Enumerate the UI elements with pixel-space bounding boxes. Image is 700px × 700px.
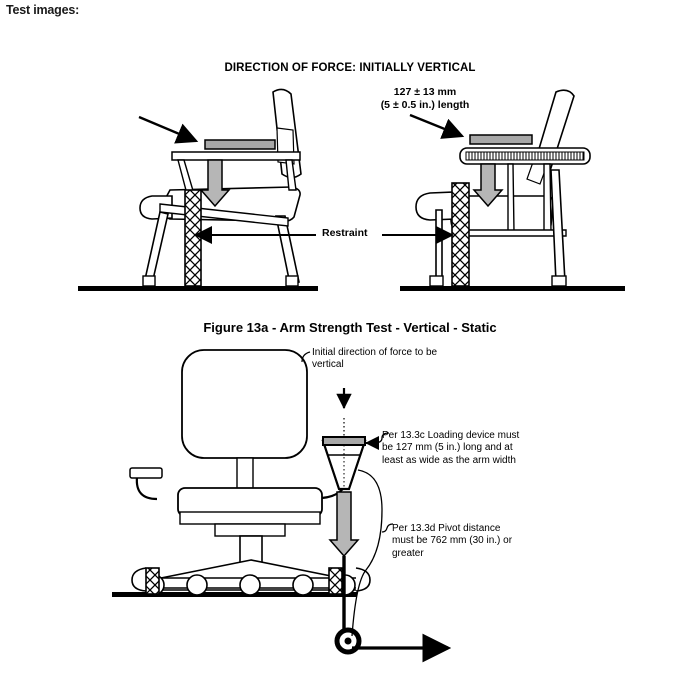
- force-arrow-right: [472, 163, 504, 208]
- front-foot-left: [142, 275, 156, 287]
- pulley-axle: [344, 637, 352, 645]
- arm-post-rear-right: [543, 163, 552, 233]
- front-foot-right: [429, 275, 444, 287]
- figure-title: DIRECTION OF FORCE: INITIALLY VERTICAL: [224, 62, 476, 74]
- note-loading-device: Per 13.3c Loading device must be 127 mm …: [382, 430, 520, 466]
- seat-underpan: [179, 511, 321, 525]
- rear-foot-left: [285, 275, 299, 287]
- top-right-chair-angled-view: [400, 89, 625, 291]
- office-chair-arm-left: [135, 476, 158, 501]
- floor-line-left: [78, 286, 318, 291]
- leader-pivot-distance: [381, 523, 394, 533]
- loading-apparatus: [301, 351, 452, 663]
- front-leg-right: [435, 209, 443, 281]
- restraint-strap-right: [451, 182, 470, 287]
- restraint-block-right: [328, 567, 343, 595]
- pivot-distance-brace: [351, 469, 383, 637]
- seat-front-roll-right: [415, 191, 456, 221]
- seat-rail-right: [453, 229, 567, 237]
- front-leg-left: [143, 211, 169, 285]
- caster-4: [292, 574, 314, 596]
- top-left-chair-side-view: [78, 88, 318, 291]
- office-chair-backrest: [181, 349, 308, 459]
- office-chair-armpad-left: [129, 467, 163, 479]
- leader-loading-device: [373, 432, 390, 444]
- arm-support-front-left: [177, 159, 195, 195]
- figure-caption: Figure 13a - Arm Strength Test - Vertica…: [203, 320, 497, 335]
- page-title: Test images:: [6, 3, 80, 17]
- floor-line-right: [400, 286, 625, 291]
- arm-support-rear-left: [285, 159, 297, 191]
- backrest-post: [236, 457, 254, 493]
- arm-post-mid-right: [507, 163, 515, 233]
- restraint-block-left: [145, 567, 160, 595]
- restraint-strap-left: [184, 189, 202, 287]
- caster-3: [239, 574, 261, 596]
- dimension-note-line1: 127 ± 13 mm: [393, 86, 457, 98]
- caster-2: [186, 574, 208, 596]
- note-initial-direction: Initial direction of force to be vertica…: [312, 347, 438, 371]
- rear-leg-right: [550, 169, 566, 283]
- armrest-left: [171, 151, 301, 161]
- force-arrow-left: [199, 159, 231, 208]
- force-arrow-bottom: [328, 491, 360, 558]
- load-pointer-arrow-right: [409, 113, 465, 139]
- floor-line-bottom: [112, 592, 357, 597]
- loading-pad-left: [204, 139, 276, 150]
- loading-pad-right: [469, 134, 533, 145]
- bottom-office-chair: [112, 349, 371, 597]
- dimension-note-line2: (5 ± 0.5 in.) length: [380, 99, 470, 111]
- armrest-hatch-right: [465, 151, 585, 161]
- note-pivot-distance: Per 13.3d Pivot distance must be 762 mm …: [392, 523, 513, 559]
- rear-foot-right: [551, 275, 567, 287]
- restraint-label: Restraint: [318, 227, 372, 239]
- rear-leg-left: [275, 215, 300, 285]
- seat-mechanism-housing: [214, 523, 286, 537]
- dimension-note: 127 ± 13 mm (5 ± 0.5 in.) length: [340, 86, 510, 112]
- base-end-cap-left: [131, 567, 147, 592]
- load-pointer-arrow-left: [138, 115, 199, 144]
- loading-device-pad: [322, 436, 366, 446]
- leader-initial-direction: [301, 351, 311, 363]
